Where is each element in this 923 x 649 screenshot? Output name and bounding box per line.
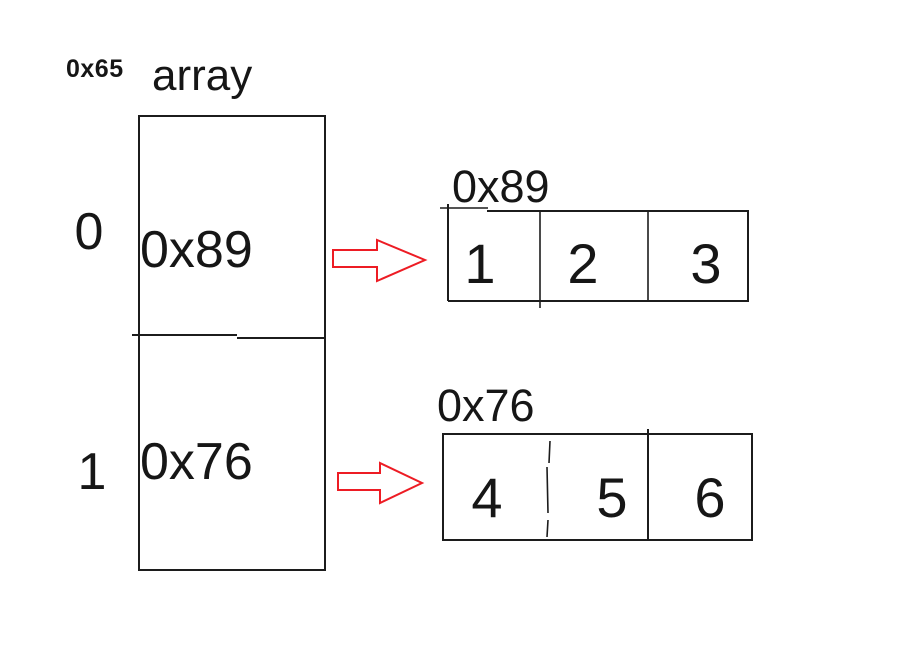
pointer-arrow-row0 (332, 238, 428, 283)
row0-address-label: 0x89 (452, 161, 550, 212)
row1-address-label: 0x76 (437, 380, 535, 431)
row0-array-box (440, 204, 749, 308)
pointer-cell-0-value: 0x89 (140, 221, 253, 279)
row0-cell-2-value: 3 (690, 232, 722, 295)
row0-cell-1-value: 2 (567, 232, 599, 295)
row1-cell-2-value: 6 (694, 466, 726, 529)
row1-cell-0-value: 4 (471, 466, 503, 529)
pointer-array-box (138, 115, 326, 571)
pointer-arrow-row1 (337, 461, 425, 505)
row0-cell-0-value: 1 (464, 232, 496, 295)
array-title: array (152, 51, 253, 100)
pointer-cell-1-value: 0x76 (140, 433, 253, 491)
index-label-1: 1 (77, 443, 107, 501)
row0-outline (447, 204, 749, 302)
outer-array-address-label: 0x65 (66, 55, 124, 83)
row1-cell-1-value: 5 (596, 466, 628, 529)
row1-array-box (442, 429, 753, 541)
pointer-array-divider (132, 334, 325, 339)
index-label-0: 0 (74, 203, 104, 261)
row1-divider-1-broken (546, 440, 551, 538)
